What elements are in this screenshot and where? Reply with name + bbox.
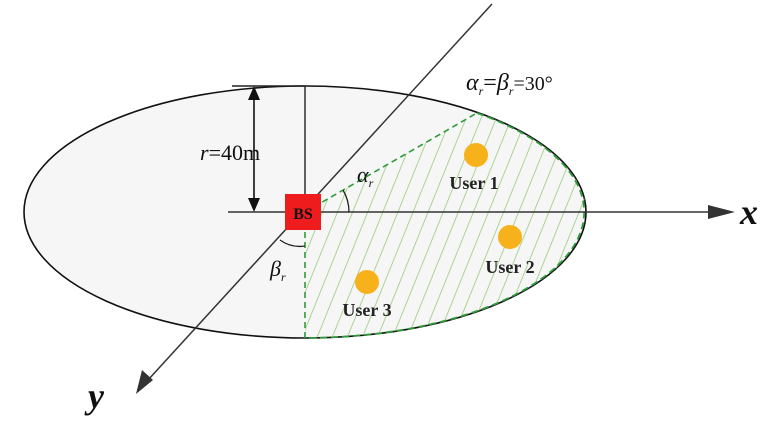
angle-formula: αr=βr=30° bbox=[466, 70, 553, 98]
sector-boundary-arc bbox=[304, 112, 586, 339]
radius-label: r=40m bbox=[200, 140, 260, 165]
x-axis-arrowhead bbox=[708, 205, 735, 219]
formula-beta-sub: r bbox=[509, 84, 514, 98]
base-station-label: BS bbox=[293, 206, 313, 223]
user-3-label: User 3 bbox=[342, 300, 391, 320]
radius-arrowhead-top bbox=[248, 86, 260, 100]
beta-angle-arc bbox=[279, 239, 306, 248]
formula-alpha-sub: r bbox=[479, 84, 484, 98]
alpha-angle-arc bbox=[342, 189, 350, 213]
radius-symbol: r bbox=[200, 140, 209, 165]
user-1-label: User 1 bbox=[449, 173, 498, 193]
base-station bbox=[285, 194, 321, 230]
formula-value: =30° bbox=[513, 73, 552, 95]
y-axis-arrowhead bbox=[136, 370, 153, 394]
diagonal-axis-line bbox=[147, 3, 493, 381]
formula-alpha: α bbox=[466, 70, 479, 96]
x-axis-label: x bbox=[739, 192, 758, 232]
beta-symbol: β bbox=[269, 256, 281, 281]
y-axis-label: y bbox=[84, 376, 105, 416]
radius-value: =40m bbox=[209, 140, 261, 165]
radius-arrowhead-bottom bbox=[248, 198, 260, 212]
sector-boundary-line bbox=[304, 112, 478, 213]
beta-subscript: r bbox=[281, 270, 286, 284]
user-2-label: User 2 bbox=[485, 257, 534, 277]
alpha-angle-label: αr bbox=[357, 162, 374, 190]
beta-angle-label: βr bbox=[269, 256, 286, 284]
formula-beta: β bbox=[496, 70, 509, 96]
alpha-symbol: α bbox=[357, 162, 369, 187]
user-1-dot bbox=[464, 143, 488, 167]
formula-equals: = bbox=[483, 70, 497, 96]
alpha-subscript: r bbox=[369, 176, 374, 190]
user-3-dot bbox=[355, 270, 379, 294]
user-2-dot bbox=[498, 225, 522, 249]
